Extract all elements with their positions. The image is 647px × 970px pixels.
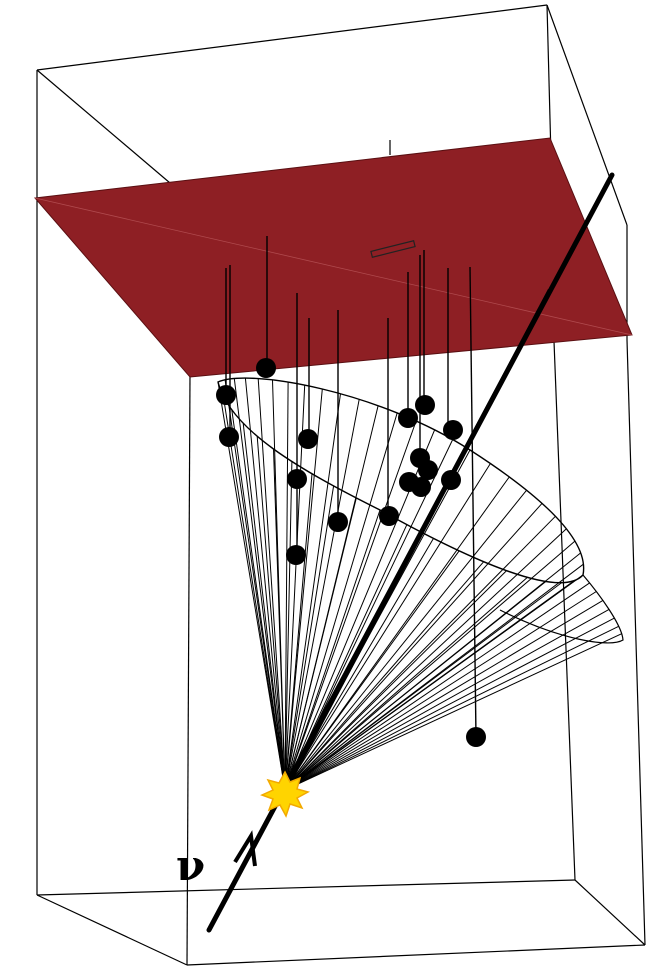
cone-ray (285, 562, 484, 790)
photon-hit-dot-icon (298, 429, 318, 449)
detector-plane (35, 138, 632, 377)
photon-hits (216, 358, 486, 747)
photon-hit-dot-icon (443, 420, 463, 440)
cone-ray (285, 583, 590, 790)
photon-hit-dot-icon (398, 408, 418, 428)
photon-hit-dot-icon (286, 545, 306, 565)
cone-ray (232, 410, 285, 790)
photon-hit-dot-icon (441, 470, 461, 490)
photon-hit-dot-icon (328, 512, 348, 532)
cone-ray (223, 396, 285, 790)
cone-ray (257, 436, 285, 790)
cone-ray (285, 551, 459, 790)
photon-hit-dot-icon (411, 477, 431, 497)
cone-ray (234, 379, 285, 791)
photon-hit-dot-icon (216, 385, 236, 405)
photon-hit-dot-icon (379, 506, 399, 526)
cone-ray (285, 592, 596, 791)
cone-ray (285, 634, 622, 790)
photon-hit-dot-icon (219, 427, 239, 447)
photon-hit-dot-icon (256, 358, 276, 378)
cone-ray (285, 571, 507, 790)
cone-ray (285, 583, 562, 790)
neutrino-label: ν (176, 841, 205, 890)
cone-ray (285, 581, 546, 790)
photon-hit-dot-icon (287, 469, 307, 489)
photon-hit-dot-icon (466, 727, 486, 747)
photon-hit-dot-icon (415, 395, 435, 415)
